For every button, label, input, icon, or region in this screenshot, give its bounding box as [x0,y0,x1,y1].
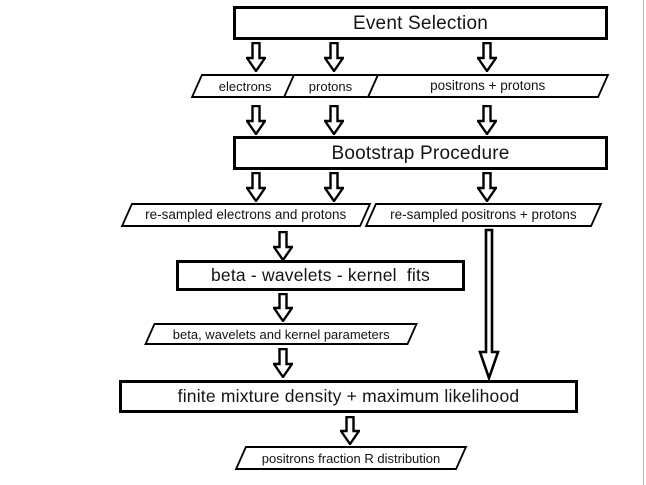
arrow-bootstrap-to-resampled-ep-left [246,172,266,202]
arrow-resampled-ep-to-fits [273,231,293,261]
node-positrons-fraction-result[interactable]: positrons fraction R distribution [234,446,468,470]
node-event-selection[interactable]: Event Selection [233,6,608,40]
arrow-positrons-protons-to-bootstrap [477,105,497,135]
node-beta-wavelets-kernel-parameters[interactable]: beta, wavelets and kernel parameters [144,323,418,345]
node-protons[interactable]: protons [282,74,380,98]
arrow-bootstrap-to-resampled-pp [477,172,497,202]
node-electrons-label: electrons [218,78,272,94]
page-edge-line [643,0,644,485]
arrow-bootstrap-to-resampled-ep-right [324,172,344,202]
node-bootstrap-procedure-label: Bootstrap Procedure [331,142,510,164]
arrow-electrons-to-bootstrap [246,105,266,135]
arrow-resampled-pp-to-mixture [476,228,502,380]
node-positrons-protons-label: positrons + protons [430,78,546,94]
node-beta-wavelets-kernel-fits[interactable]: beta - wavelets - kernel fits [176,260,465,291]
node-beta-wavelets-kernel-fits-label: beta - wavelets - kernel fits [211,264,430,285]
node-beta-wavelets-kernel-parameters-label: beta, wavelets and kernel parameters [172,326,390,342]
node-finite-mixture-density[interactable]: finite mixture density + maximum likelih… [119,380,578,413]
node-bootstrap-procedure[interactable]: Bootstrap Procedure [233,136,608,170]
arrow-params-to-mixture [273,348,293,378]
node-resampled-electrons-protons-label: re-sampled electrons and protons [145,207,347,223]
node-finite-mixture-density-label: finite mixture density + maximum likelih… [177,385,520,406]
node-resampled-electrons-protons[interactable]: re-sampled electrons and protons [120,203,372,227]
arrow-mixture-to-result [340,416,360,445]
node-protons-label: protons [309,78,353,94]
arrow-event-selection-to-positrons-protons [477,42,497,72]
arrow-fits-to-params [273,293,293,322]
node-positrons-fraction-result-label: positrons fraction R distribution [261,450,441,466]
node-resampled-positrons-protons[interactable]: re-sampled positrons + protons [364,203,603,227]
node-resampled-positrons-protons-label: re-sampled positrons + protons [390,207,577,223]
arrow-protons-to-bootstrap [324,105,344,135]
node-event-selection-label: Event Selection [352,12,489,34]
arrow-event-selection-to-protons [324,42,344,72]
arrow-event-selection-to-electrons [246,42,266,72]
node-positrons-protons[interactable]: positrons + protons [366,74,610,98]
